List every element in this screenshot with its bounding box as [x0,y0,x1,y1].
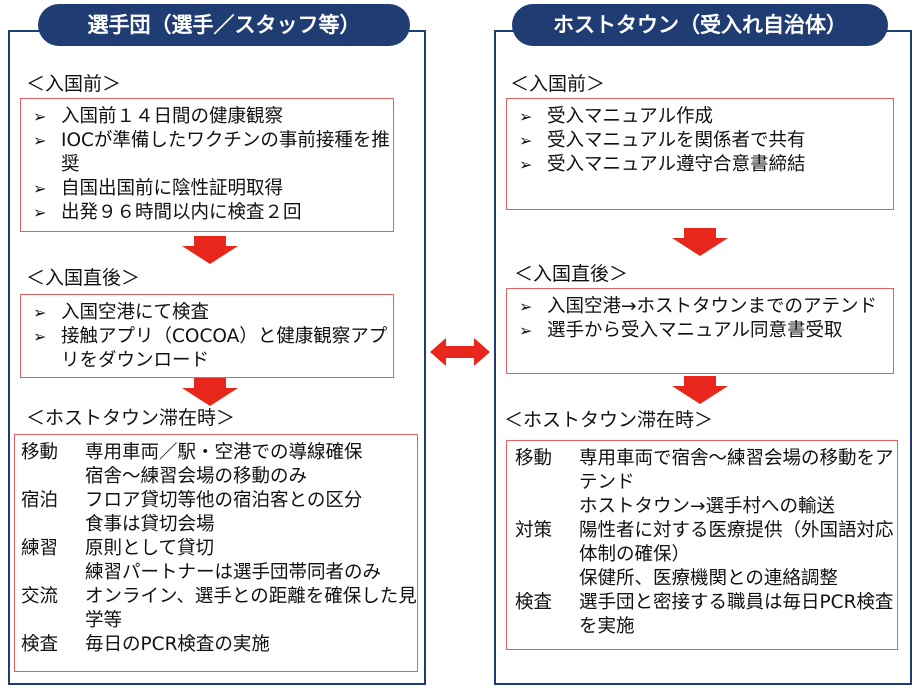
list-item: ➢入国空港→ホストタウンまでのアテンド [519,296,878,317]
table-row: 交流オンライン、選手との距離を確保した見学等 [21,586,417,631]
athlete-panel-title: 選手団（選手／スタッフ等） [38,4,410,46]
chevron-right-icon: ➢ [33,131,47,150]
left-after-entry-label: ＜入国直後＞ [26,267,141,289]
list-item: ➢受入マニュアル遵守合意書締結 [519,154,806,175]
table-row: 宿泊フロア貸切等他の宿泊客との区分食事は貸切会場 [21,490,363,535]
right-after-entry-label: ＜入国直後＞ [514,263,629,285]
list-item: ➢自国出国前に陰性証明取得 [33,178,284,199]
list-item: ➢出発９６時間以内に検査２回 [33,202,302,223]
list-item: ➢受入マニュアル作成 [519,106,713,127]
chevron-right-icon: ➢ [33,179,47,198]
chevron-right-icon: ➢ [33,303,47,322]
chevron-right-icon: ➢ [33,107,47,126]
right-stay-box: 移動専用車両で宿舎～練習会場の移動をアテンドホストタウン→選手村への輸送 対策陽… [506,440,898,650]
list-item: ➢入国前１４日間の健康観察 [33,106,284,127]
table-row: 対策陽性者に対する医療提供（外国語対応体制の確保）保健所、医療機関との連絡調整 [515,520,894,589]
bidirectional-arrow-icon [430,338,490,366]
list-item: ➢入国空港にて検査 [33,302,210,323]
table-row: 移動専用車両／駅・空港での導線確保宿舎～練習会場の移動のみ [21,442,363,487]
left-stay-label: ＜ホストタウン滞在時＞ [26,407,236,429]
down-arrow-icon [672,228,728,256]
left-stay-box: 移動専用車両／駅・空港での導線確保宿舎～練習会場の移動のみ 宿泊フロア貸切等他の… [14,434,418,672]
left-before-entry-box: ➢入国前１４日間の健康観察 ➢IOCが準備したワクチンの事前接種を推奨 ➢自国出… [20,98,394,232]
table-row: 練習原則として貸切練習パートナーは選手団帯同者のみ [21,538,382,583]
host-town-panel-title: ホストタウン（受入れ自治体） [512,4,888,46]
list-item: ➢接触アプリ（COCOA）と健康観察アプリをダウンロード [33,326,388,371]
down-arrow-icon [672,376,728,404]
table-row: 検査毎日のPCR検査の実施 [21,634,270,655]
chevron-right-icon: ➢ [519,155,533,174]
down-arrow-icon [182,236,238,264]
list-item: ➢IOCが準備したワクチンの事前接種を推奨 [33,130,390,175]
chevron-right-icon: ➢ [33,203,47,222]
right-before-entry-box: ➢受入マニュアル作成 ➢受入マニュアルを関係者で共有 ➢受入マニュアル遵守合意書… [506,98,894,210]
right-before-entry-label: ＜入国前＞ [510,73,606,95]
left-after-entry-box: ➢入国空港にて検査 ➢接触アプリ（COCOA）と健康観察アプリをダウンロード [20,294,394,378]
right-after-entry-box: ➢入国空港→ホストタウンまでのアテンド ➢選手から受入マニュアル同意書受取 [506,288,894,374]
chevron-right-icon: ➢ [33,327,47,346]
list-item: ➢受入マニュアルを関係者で共有 [519,130,806,151]
down-arrow-icon [182,378,238,406]
table-row: 検査選手団と密接する職員は毎日PCR検査を実施 [515,592,894,637]
right-stay-label: ＜ホストタウン滞在時＞ [504,409,714,431]
chevron-right-icon: ➢ [519,321,533,340]
table-row: 移動専用車両で宿舎～練習会場の移動をアテンドホストタウン→選手村への輸送 [515,448,894,517]
chevron-right-icon: ➢ [519,297,533,316]
list-item: ➢選手から受入マニュアル同意書受取 [519,320,843,341]
chevron-right-icon: ➢ [519,107,533,126]
left-before-entry-label: ＜入国前＞ [26,73,122,95]
chevron-right-icon: ➢ [519,131,533,150]
